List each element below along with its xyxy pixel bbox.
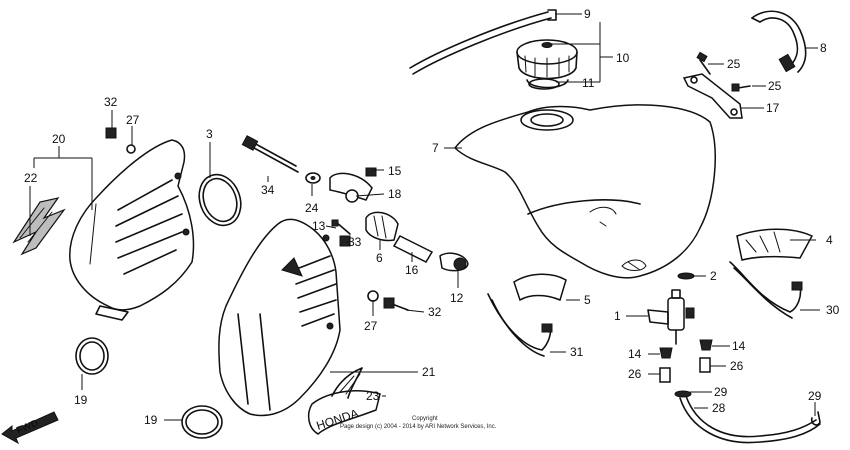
hose-16 <box>392 235 434 263</box>
callout-19-left: 19 <box>74 393 88 407</box>
tank-pad <box>736 228 814 261</box>
callout-4: 4 <box>826 233 833 247</box>
cap-12 <box>439 252 469 272</box>
clip-14-left <box>659 347 673 359</box>
washer-2 <box>677 272 695 280</box>
rubber-strap-31 <box>487 293 553 357</box>
o-ring-19-bottom <box>181 405 223 439</box>
callout-17: 17 <box>766 101 780 115</box>
callout-14-right: 14 <box>732 339 746 353</box>
callout-9: 9 <box>584 7 591 21</box>
callout-21: 21 <box>422 365 436 379</box>
washer-24 <box>305 172 321 184</box>
valve-6 <box>365 211 399 242</box>
forward-arrow-icon: FWD <box>1 411 59 445</box>
callout-29-right: 29 <box>808 389 822 403</box>
callout-16: 16 <box>405 263 419 277</box>
fuel-line <box>674 390 821 444</box>
callout-13: 13 <box>312 219 326 233</box>
screw-26-left <box>659 367 671 383</box>
screw-26-right <box>699 357 711 373</box>
callout-8: 8 <box>820 41 827 55</box>
callout-3: 3 <box>206 127 213 141</box>
tank-strap <box>751 10 807 73</box>
grommet-15 <box>365 167 377 177</box>
bolt-25-lower <box>731 83 751 92</box>
breather-tube <box>409 9 557 75</box>
callout-31: 31 <box>570 345 584 359</box>
clip-14-right <box>699 339 713 351</box>
callout-28: 28 <box>712 401 726 415</box>
callout-33: 33 <box>348 235 362 249</box>
callout-11: 11 <box>582 76 595 90</box>
tank-bracket <box>682 73 743 119</box>
callout-32-top: 32 <box>104 95 118 109</box>
cushion-5 <box>513 273 567 302</box>
callout-2: 2 <box>710 269 717 283</box>
o-ring-3 <box>198 173 242 227</box>
tank-valve-18 <box>329 172 373 203</box>
shroud-right <box>218 218 341 417</box>
clip-33 <box>339 235 351 247</box>
stripe-22 <box>12 197 66 256</box>
callout-22: 22 <box>24 171 38 185</box>
bolt-32-mid <box>383 297 409 311</box>
rubber-strap-30 <box>729 261 803 319</box>
bolt-25-upper <box>696 51 711 75</box>
shroud-left <box>69 139 195 321</box>
bolt-34 <box>241 135 299 173</box>
callout-26-left: 26 <box>628 367 642 381</box>
callout-24: 24 <box>305 201 319 215</box>
callout-25-upper: 25 <box>727 57 741 71</box>
forward-label: FWD <box>15 418 40 437</box>
bolt-13 <box>331 219 351 235</box>
callout-15: 15 <box>388 164 402 178</box>
callout-29-mid: 29 <box>714 385 728 399</box>
bolt-32-top <box>105 127 117 139</box>
callout-6: 6 <box>376 251 383 265</box>
callout-numbers: 9 10 11 8 25 25 17 7 4 30 5 31 2 1 14 26… <box>24 7 840 427</box>
callout-12: 12 <box>450 291 464 305</box>
collar-27-mid <box>367 290 379 302</box>
fuel-cock <box>647 289 695 345</box>
callout-30: 30 <box>826 303 840 317</box>
fuel-cap-gasket <box>528 78 560 90</box>
callout-23: 23 <box>366 389 380 403</box>
copyright-line-1: Copyright <box>412 416 438 422</box>
collar-27-top <box>126 144 136 154</box>
callout-10: 10 <box>616 51 630 65</box>
callout-18: 18 <box>388 187 402 201</box>
copyright-line-2: Page design (c) 2004 - 2014 by ARI Netwo… <box>340 424 497 430</box>
callout-26-right: 26 <box>730 359 744 373</box>
callout-5: 5 <box>584 293 591 307</box>
callout-27-top: 27 <box>126 113 140 127</box>
fuel-cap <box>516 39 578 89</box>
callout-1: 1 <box>614 309 621 323</box>
callout-25-lower: 25 <box>768 79 782 93</box>
fuel-tank <box>453 104 716 279</box>
o-ring-19-left <box>75 337 109 375</box>
callout-32-mid: 32 <box>428 305 442 319</box>
callout-7: 7 <box>432 141 439 155</box>
callout-34: 34 <box>261 183 275 197</box>
leader-lines <box>29 13 820 421</box>
callout-19-bottom: 19 <box>144 413 158 427</box>
callout-14-left: 14 <box>628 347 642 361</box>
hose-clip-29 <box>810 411 821 426</box>
callout-27-mid: 27 <box>364 319 378 333</box>
callout-20: 20 <box>52 132 66 146</box>
